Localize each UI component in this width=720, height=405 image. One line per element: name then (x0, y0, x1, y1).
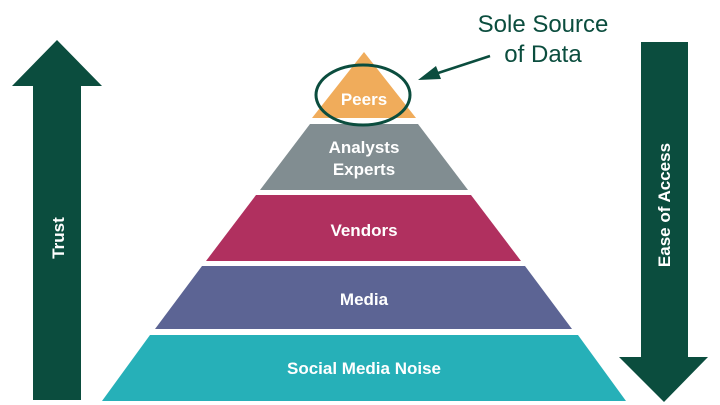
ease-of-access-label: Ease of Access (655, 143, 674, 267)
trust-arrow-shape (12, 40, 102, 400)
callout: Sole Source of Data (418, 11, 608, 80)
tier-social-media-noise (102, 335, 626, 401)
tier-label-peers: Peers (341, 90, 387, 109)
trust-label: Trust (49, 217, 68, 259)
trust-arrow: Trust (12, 40, 102, 400)
arrow-pointer-icon (418, 54, 491, 80)
tier-media (155, 266, 572, 329)
tier-label-experts: Experts (333, 160, 395, 179)
tier-label-social-media-noise: Social Media Noise (287, 359, 441, 378)
tier-peers (312, 52, 416, 118)
tier-label-vendors: Vendors (330, 221, 397, 240)
tier-vendors (206, 195, 521, 261)
tier-label-media: Media (340, 290, 389, 309)
callout-line-2: of Data (504, 41, 582, 68)
pyramid: Peers Analysts Experts Vendors Media Soc… (102, 52, 626, 401)
ease-of-access-arrow-shape (619, 42, 708, 402)
peers-highlight-ellipse (314, 63, 412, 127)
callout-line-1: Sole Source (478, 11, 609, 38)
tier-analysts-experts (260, 124, 468, 190)
tier-label-analysts: Analysts (329, 138, 400, 157)
ease-of-access-arrow: Ease of Access (619, 42, 708, 402)
